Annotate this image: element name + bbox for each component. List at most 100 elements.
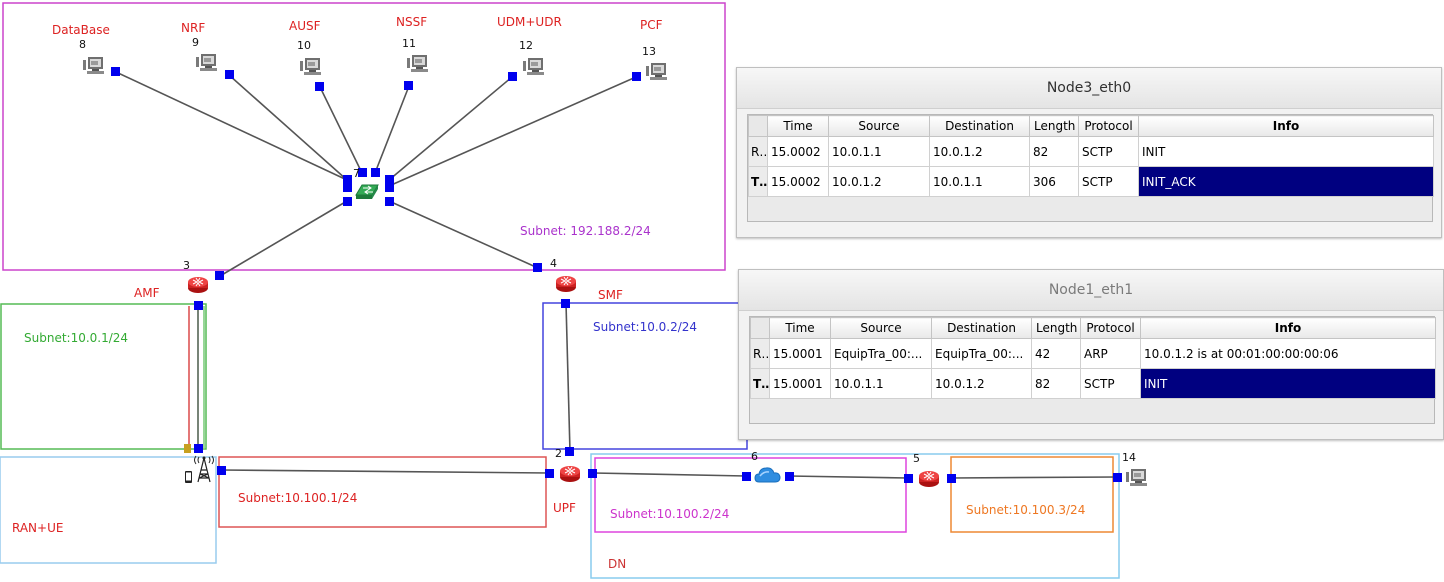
router-icon[interactable]	[555, 275, 577, 293]
subnet-label-amf: Subnet:10.0.1/24	[24, 331, 128, 345]
link-7-4	[388, 200, 539, 269]
node-id: 5	[913, 452, 920, 465]
table-row[interactable]: Tx 15.0002 10.0.1.2 10.0.1.1 306 SCTP IN…	[748, 166, 1434, 197]
computer-icon[interactable]	[646, 63, 667, 80]
switch-icon[interactable]	[355, 184, 379, 200]
port[interactable]	[561, 299, 570, 308]
port[interactable]	[588, 469, 597, 478]
direction-cell: Tx	[750, 368, 770, 399]
port[interactable]	[385, 175, 394, 184]
direction-cell: Tx	[748, 166, 768, 197]
column-header-source[interactable]: Source	[828, 115, 930, 137]
destination-cell: 10.0.1.2	[931, 368, 1032, 399]
table-header: Time Source Destination Length Protocol …	[748, 115, 1434, 137]
column-header-destination[interactable]: Destination	[929, 115, 1030, 137]
port[interactable]	[343, 197, 352, 206]
port[interactable]	[358, 168, 367, 177]
source-cell: 10.0.1.1	[830, 368, 932, 399]
computer-icon[interactable]	[83, 57, 104, 74]
table-row[interactable]: Rx 15.0001 EquipTra_00:... EquipTra_00:.…	[750, 338, 1436, 369]
port[interactable]	[385, 197, 394, 206]
router-icon[interactable]	[918, 470, 940, 488]
length-cell: 82	[1029, 136, 1079, 167]
port[interactable]	[1113, 473, 1122, 482]
port[interactable]	[217, 466, 226, 475]
port[interactable]	[194, 301, 203, 310]
column-header-destination[interactable]: Destination	[931, 317, 1032, 339]
cloud-icon[interactable]	[754, 467, 781, 483]
column-header-protocol[interactable]: Protocol	[1078, 115, 1139, 137]
protocol-cell: SCTP	[1080, 368, 1141, 399]
port[interactable]	[545, 469, 554, 478]
column-header-time[interactable]: Time	[769, 317, 831, 339]
column-header-length[interactable]: Length	[1031, 317, 1081, 339]
computer-icon[interactable]	[407, 55, 428, 72]
node-id: 11	[402, 37, 416, 50]
port[interactable]	[111, 67, 120, 76]
port[interactable]	[225, 70, 234, 79]
table-row[interactable]: Rx 15.0002 10.0.1.1 10.0.1.2 82 SCTP INI…	[748, 136, 1434, 167]
subnet-label-dn-right: Subnet:10.100.3/24	[966, 503, 1085, 517]
column-header-length[interactable]: Length	[1029, 115, 1079, 137]
panel-title[interactable]: Node3_eth0	[737, 68, 1441, 109]
port[interactable]	[371, 168, 380, 177]
packet-panel-node1-eth1[interactable]: Node1_eth1 Time Source Destination Lengt…	[738, 269, 1444, 440]
port[interactable]	[184, 444, 191, 453]
destination-cell: 10.0.1.1	[929, 166, 1030, 197]
column-header-time[interactable]: Time	[767, 115, 829, 137]
destination-cell: 10.0.1.2	[929, 136, 1030, 167]
direction-cell: Rx	[748, 136, 768, 167]
port[interactable]	[343, 175, 352, 184]
port[interactable]	[632, 72, 641, 81]
link-8-7	[115, 71, 348, 181]
column-header-info[interactable]: Info	[1140, 317, 1436, 339]
column-header-protocol[interactable]: Protocol	[1080, 317, 1141, 339]
port[interactable]	[533, 263, 542, 272]
table-row[interactable]: Tx 15.0001 10.0.1.1 10.0.1.2 82 SCTP INI…	[750, 368, 1436, 399]
node-id: 4	[550, 257, 557, 270]
port[interactable]	[742, 472, 751, 481]
node-label: DataBase	[52, 23, 110, 37]
port[interactable]	[385, 183, 394, 192]
node-id: 12	[519, 39, 533, 52]
port[interactable]	[785, 472, 794, 481]
subnet-box-core	[2, 2, 726, 271]
router-icon[interactable]	[559, 465, 581, 483]
port[interactable]	[508, 72, 517, 81]
column-header-info[interactable]: Info	[1138, 115, 1434, 137]
router-icon[interactable]	[187, 276, 209, 294]
panel-title[interactable]: Node1_eth1	[739, 270, 1443, 311]
packet-table-wrapper[interactable]: Time Source Destination Length Protocol …	[747, 114, 1434, 222]
node-id: 8	[79, 38, 86, 51]
node-id: 6	[751, 450, 758, 463]
port[interactable]	[565, 447, 574, 456]
port[interactable]	[215, 271, 224, 280]
port[interactable]	[315, 82, 324, 91]
subnet-label-dn: DN	[608, 557, 626, 571]
source-cell: 10.0.1.2	[828, 166, 930, 197]
computer-icon[interactable]	[300, 58, 321, 75]
info-cell: 10.0.1.2 is at 00:01:00:00:00:06	[1140, 338, 1436, 369]
cell-tower-icon[interactable]	[193, 455, 215, 483]
computer-icon[interactable]	[523, 58, 544, 75]
computer-icon[interactable]	[1126, 469, 1147, 486]
link-12-7	[388, 76, 513, 181]
node-label: NSSF	[396, 15, 427, 29]
port[interactable]	[904, 474, 913, 483]
link-1-2	[220, 469, 550, 474]
time-cell: 15.0002	[767, 166, 829, 197]
packet-table-wrapper[interactable]: Time Source Destination Length Protocol …	[749, 316, 1436, 424]
column-header-source[interactable]: Source	[830, 317, 932, 339]
node-id: 14	[1122, 451, 1136, 464]
subnet-label-core: Subnet: 192.188.2/24	[520, 224, 651, 238]
port[interactable]	[343, 183, 352, 192]
length-cell: 82	[1031, 368, 1081, 399]
computer-icon[interactable]	[196, 54, 217, 71]
port[interactable]	[194, 444, 203, 453]
phone-icon[interactable]	[185, 471, 192, 483]
protocol-cell: SCTP	[1078, 136, 1139, 167]
packet-panel-node3-eth0[interactable]: Node3_eth0 Time Source Destination Lengt…	[736, 67, 1442, 238]
port[interactable]	[404, 81, 413, 90]
port[interactable]	[947, 474, 956, 483]
header-corner	[750, 317, 770, 339]
